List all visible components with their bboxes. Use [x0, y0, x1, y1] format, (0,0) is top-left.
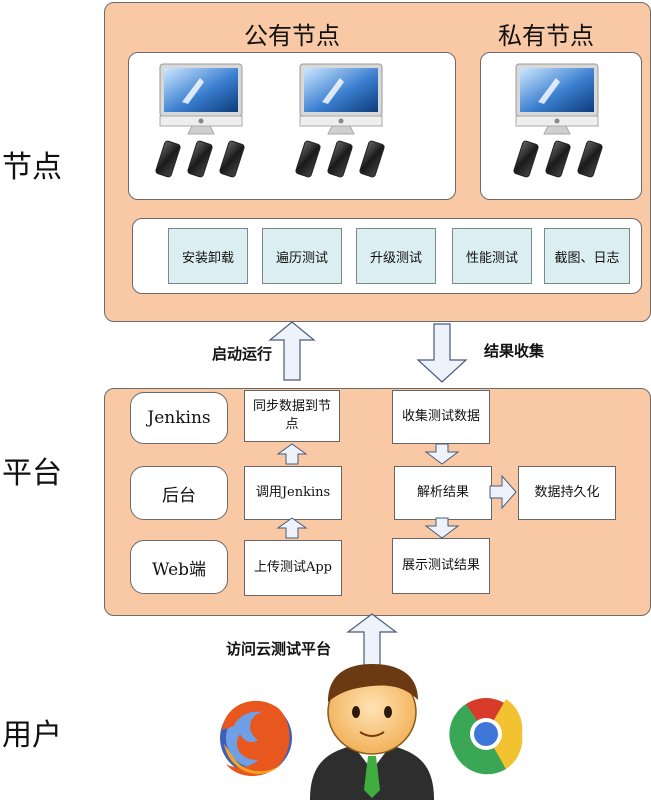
firefox-icon	[220, 700, 292, 776]
chrome-icon	[449, 698, 523, 775]
phone-icon	[154, 139, 246, 179]
arrow-call-to-sync	[276, 443, 308, 465]
public-nodes-title: 公有节点	[244, 22, 340, 50]
layer-label-users: 用户	[2, 718, 62, 753]
backend-pill: 后台	[130, 466, 228, 520]
phone-icon	[512, 139, 604, 179]
collect-results-label: 结果收集	[484, 342, 545, 360]
user-avatar-icon	[310, 664, 434, 800]
computer-icon	[515, 63, 599, 135]
start-run-label: 启动运行	[212, 345, 273, 363]
parse-results-box: 解析结果	[394, 466, 492, 520]
jenkins-pill: Jenkins	[130, 392, 228, 444]
arrow-parse-to-show	[424, 517, 460, 539]
layer-label-platform: 平台	[2, 456, 62, 491]
arrow-parse-to-persist	[489, 474, 517, 510]
feature-screenshot-log: 截图、日志	[544, 228, 630, 284]
arrow-collect-to-parse	[424, 443, 460, 465]
private-nodes-title: 私有节点	[498, 22, 594, 50]
feature-upgrade: 升级测试	[356, 228, 436, 284]
feature-install: 安装卸载	[168, 228, 248, 284]
collect-data-box: 收集测试数据	[392, 390, 490, 444]
layer-label-nodes: 节点	[2, 150, 62, 185]
access-platform-arrow	[346, 613, 398, 671]
computer-icon	[299, 63, 383, 135]
feature-traverse: 遍历测试	[262, 228, 342, 284]
call-jenkins-box: 调用Jenkins	[244, 466, 342, 520]
arrow-upload-to-call	[276, 517, 308, 539]
web-pill: Web端	[130, 540, 228, 594]
sync-data-box: 同步数据到节点	[244, 390, 340, 442]
phone-icon	[294, 139, 386, 179]
persist-box: 数据持久化	[518, 466, 616, 520]
show-results-box: 展示测试结果	[392, 538, 490, 594]
upload-app-box: 上传测试App	[244, 540, 342, 596]
feature-performance: 性能测试	[452, 228, 532, 284]
start-run-arrow	[268, 321, 316, 381]
collect-results-arrow	[416, 323, 468, 383]
access-platform-label: 访问云测试平台	[226, 640, 332, 658]
computer-icon	[159, 63, 243, 135]
